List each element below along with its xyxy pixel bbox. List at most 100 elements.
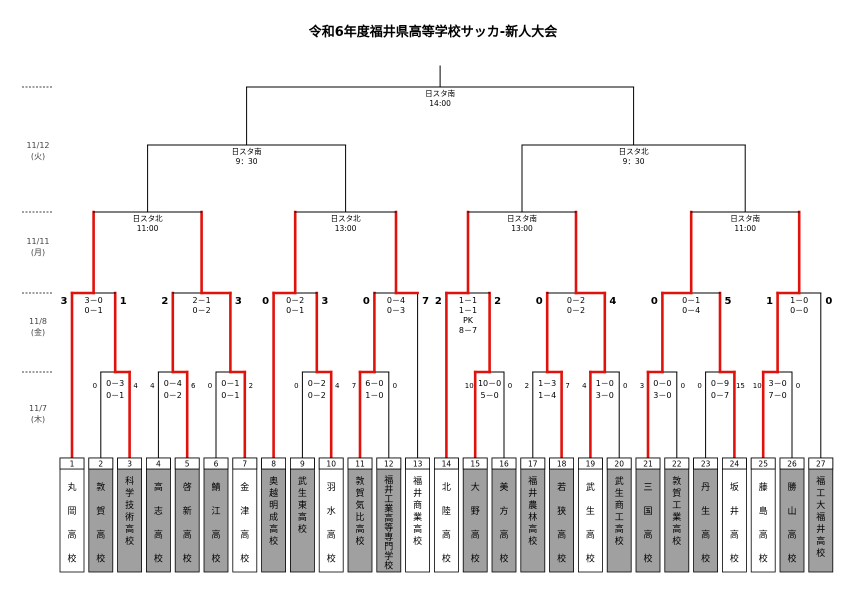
team-goals: 7 [565,382,569,390]
team-number-cell [433,457,459,470]
team-name: 丸岡高校 [67,481,76,564]
team-number-cell [491,457,517,470]
team-box [203,457,229,573]
team-name-char: 高 [528,523,537,535]
team-name-char: 農 [528,499,537,511]
match-score: 3－0 [596,391,614,400]
team-name-char: 高 [269,523,278,535]
team-name-char: 校 [413,535,422,547]
team-name-char: 国 [643,506,652,517]
team-name-char: 福 [816,511,825,523]
match-score: 7－0 [769,391,787,400]
date-label: 11/7 [29,404,47,413]
team-name-char: 技 [125,499,134,511]
team-number-cell [520,457,546,470]
match-score: 0－1 [286,306,304,315]
date-labels: 11/12 (火) 11/11 (月) 11/8 (金) 11/7 (木) [22,86,52,424]
match-score: 3－0 [653,391,671,400]
team-name-char: 賀 [96,505,105,517]
team-box [433,457,459,573]
team-name-char: 工 [615,513,624,523]
team-name-char: 校 [471,552,480,564]
match-score: 0－0 [790,306,808,315]
team-name-char: 井 [816,523,825,535]
team-number: 11 [355,460,365,469]
team-name: 啓新高校 [183,481,192,564]
match-score: 0－0 [653,379,671,388]
team-name-char: 高 [384,512,393,524]
team-name-char: 科 [125,475,134,487]
team-number: 9 [300,460,305,469]
team-name-char: 三 [643,483,652,493]
team-name-char: 成 [269,511,278,523]
team-name: 科学技術高校 [125,475,134,547]
team-number: 23 [701,460,711,469]
team-name-char: 井 [528,487,537,499]
team-box [347,457,373,573]
team-box [693,457,718,573]
team-name-char: 校 [586,552,595,564]
team-box [318,457,344,573]
team-name: 武生東高校 [298,475,307,535]
team-name-char: 高 [327,529,336,541]
team-name-char: 高 [643,529,652,541]
team-name: 敦賀工業高校 [672,475,681,547]
team-number-cell [203,457,229,470]
match-score: 0－1 [221,379,239,388]
team-box [808,457,834,573]
team-name-char: 校 [269,535,278,547]
match-time: 9：30 [623,157,645,166]
team-goals: 4 [335,382,340,390]
team-name: 鯖江高校 [211,481,220,564]
team-box [88,457,114,573]
team-name-char: 野 [471,506,480,517]
team-number-cell [606,457,632,470]
team-box [520,457,546,573]
team-box [722,457,747,573]
bracket-lines [70,65,822,460]
team-goals: 0 [508,382,512,390]
team-name-char: 敦 [355,475,364,487]
team-box [117,457,142,573]
team-name-char: 高 [615,523,624,535]
team-number-cell [318,457,344,470]
team-goals: 2 [161,296,168,307]
match-score: 1－4 [538,391,556,400]
match-venue: 日スタ北 [331,214,361,223]
team-name-char: 校 [528,535,537,547]
match-score: 1－1 [459,306,477,315]
team-box [145,457,171,573]
team-name-char: 学 [384,550,393,562]
team-name-char: 校 [643,552,652,564]
match-score: 0－7 [711,391,729,400]
match-score: 0－3 [106,379,124,388]
match-venue: 日スタ南 [232,146,262,156]
match-time: 11:00 [137,224,159,233]
match-score: 0－1 [682,296,700,305]
team-name: 藤島高校 [759,481,768,564]
team-name-char: 業 [672,511,681,523]
team-name: 福井商業高校 [413,475,422,547]
team-number-cell [664,457,690,470]
team-name-char: 校 [211,552,220,564]
match-score: 10－0 [478,379,501,388]
team-number: 6 [214,460,219,469]
team-name-char: 賀 [672,487,681,499]
team-name-char: 島 [759,505,768,517]
team-name-char: 工 [816,489,825,499]
team-name-char: 校 [327,552,336,564]
team-number: 24 [730,460,740,469]
team-name-char: 校 [787,552,796,564]
weekday-label: (金) [31,327,45,337]
team-name-char: 江 [211,506,220,517]
team-box [664,457,690,573]
team-name-char: 高 [816,535,825,547]
